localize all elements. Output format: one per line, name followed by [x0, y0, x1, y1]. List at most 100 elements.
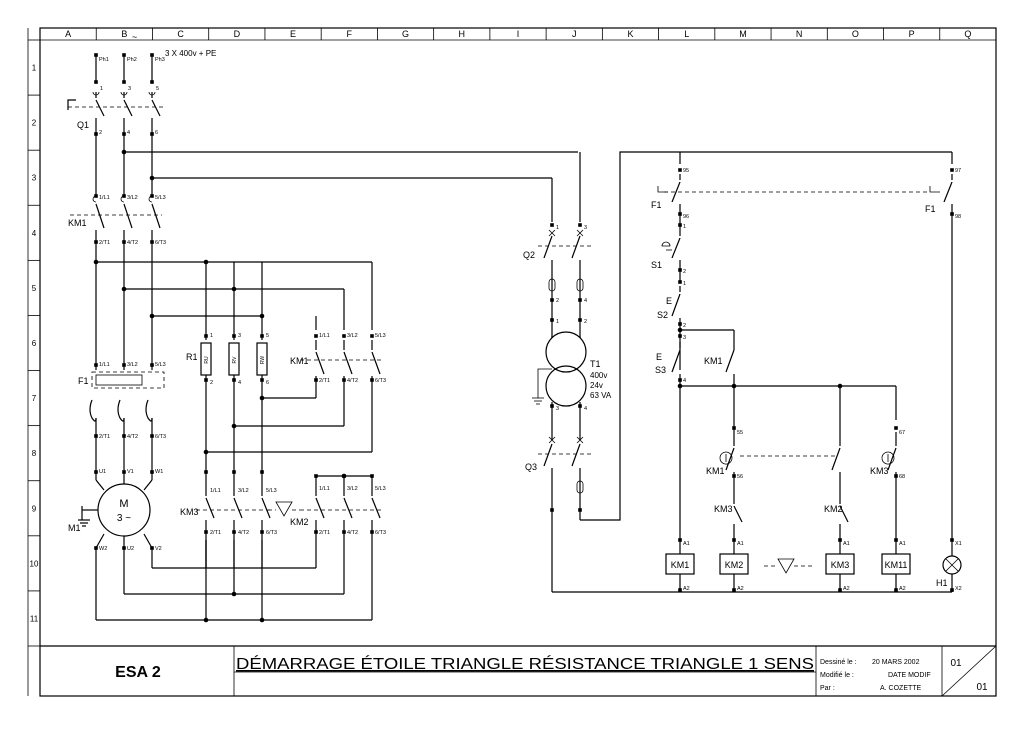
terminal [94, 80, 98, 84]
by-label: Par : [820, 685, 835, 692]
terminal [342, 530, 346, 534]
km2-nc-label: KM2 [824, 504, 843, 514]
terminal-number: 6 [155, 130, 158, 136]
terminal [894, 588, 898, 592]
coil-label: KM11 [885, 560, 908, 570]
terminal [204, 378, 208, 382]
f1-heater [89, 399, 97, 422]
modified-label: Modifié le : [820, 672, 854, 679]
sheet-diagonal [941, 645, 997, 697]
terminal [150, 470, 154, 474]
row-header: 2 [32, 119, 37, 128]
terminal [678, 378, 682, 382]
s2-contact [671, 293, 681, 317]
s2-e: E [666, 296, 672, 306]
q3-blade [543, 443, 553, 467]
interlock-triangle [275, 501, 293, 517]
terminal [122, 470, 126, 474]
terminal-number: 3 [584, 225, 587, 231]
wire [95, 533, 105, 549]
column-header: O [852, 29, 859, 39]
terminal-number: 2/T1 [99, 434, 110, 440]
junction-dot [121, 149, 127, 155]
wire [143, 479, 153, 491]
lamp-h1 [942, 555, 962, 575]
km1-timer-symbol [719, 451, 733, 465]
terminal [94, 363, 98, 367]
terminal [732, 538, 736, 542]
column-header: N [796, 29, 803, 39]
terminal [678, 268, 682, 272]
terminal-number: 4/T2 [347, 530, 358, 536]
q1-fuse-cap [148, 91, 156, 96]
terminal [260, 334, 264, 338]
terminal-number: 6/T3 [266, 530, 277, 536]
terminal [150, 80, 154, 84]
km3-nc-contact [733, 505, 743, 523]
terminal-number: 1 [100, 86, 103, 92]
phase-label: Ph2 [127, 57, 137, 63]
column-header: L [684, 29, 689, 39]
s3-contact [671, 349, 681, 373]
junction-dot [121, 286, 127, 292]
terminal [950, 588, 954, 592]
terminal [204, 470, 208, 474]
q1-fuse-cap [92, 91, 100, 96]
terminal-number: A2 [843, 586, 850, 592]
junction-dot [259, 395, 265, 401]
junction-dot [231, 423, 237, 429]
terminal [122, 80, 126, 84]
q3-fuse [576, 480, 584, 494]
junction-dot [341, 473, 347, 479]
terminal-number: 97 [955, 168, 961, 174]
terminal-number: A2 [683, 586, 690, 592]
km1-main-contact [95, 203, 105, 229]
terminal-number: 95 [683, 168, 689, 174]
terminal [260, 530, 264, 534]
terminal-number: 2 [210, 380, 213, 386]
terminal [122, 546, 126, 550]
q1-blade [95, 99, 105, 117]
t1-ground-lead [537, 368, 552, 398]
column-header: E [290, 29, 296, 39]
terminal-number: W1 [155, 469, 163, 475]
km2-main-contact [343, 497, 353, 519]
terminal [314, 474, 318, 478]
km2-nc-contact [839, 505, 849, 523]
coil-label: KM1 [671, 560, 690, 570]
terminal-number: 6 [266, 380, 269, 386]
terminal-number: 1 [683, 224, 686, 230]
terminal-number: V1 [127, 469, 134, 475]
km1-main-contact [151, 203, 161, 229]
junction-dot [677, 383, 683, 389]
h1-label: H1 [936, 578, 948, 588]
s3-e: E [656, 352, 662, 362]
s3-label: S3 [655, 365, 666, 375]
row-header: 3 [32, 174, 37, 183]
terminal [578, 508, 582, 512]
terminal [150, 132, 154, 136]
terminal-number: 2 [584, 319, 587, 325]
resistor-ru [200, 342, 212, 376]
s2-label: S2 [657, 310, 668, 320]
terminal-number: 4 [127, 130, 130, 136]
junction-dot [259, 313, 265, 319]
junction-dot [203, 259, 209, 265]
q2-cross [576, 229, 584, 237]
t1-spec: 63 VA [590, 391, 612, 400]
terminal-number: A2 [737, 586, 744, 592]
author: A. COZETTE [880, 685, 922, 692]
km3-main-contact [205, 497, 215, 519]
terminal-number: A1 [843, 541, 850, 547]
sheet-total: 01 [976, 682, 988, 693]
drawing-title: DÉMARRAGE ÉTOILE TRIANGLE RÉSISTANCE TRI… [236, 654, 814, 673]
row-header: 4 [32, 229, 37, 238]
resistor-name: RU [204, 356, 210, 364]
terminal-number: 1 [683, 281, 686, 287]
km1-delta-contact [343, 351, 353, 375]
sheet-number: 01 [950, 658, 962, 669]
terminal [314, 378, 318, 382]
terminal [550, 318, 554, 322]
f1-label: F1 [78, 376, 89, 386]
